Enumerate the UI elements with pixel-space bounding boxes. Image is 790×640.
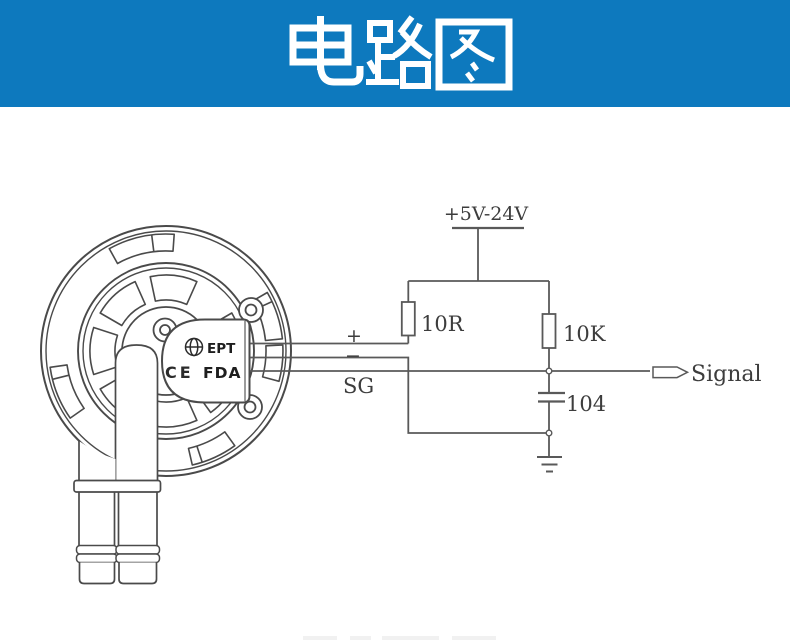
impeller-wedge: [149, 274, 198, 306]
ept-globe-icon: [184, 337, 204, 357]
mounting-ear-hole: [243, 400, 257, 414]
impeller-wedge: [89, 326, 119, 376]
pump-drawing: EPT CE FDA: [40, 225, 292, 585]
glyph-lu: [366, 15, 433, 89]
capacitor-104: [538, 373, 565, 431]
resistor-10k: [541, 281, 557, 369]
faint-cropped-text: [303, 636, 496, 640]
tube-shafts: [78, 492, 158, 546]
outlet-tube-body: [79, 441, 116, 481]
rim-slot: [261, 344, 284, 383]
tube-ends: [78, 562, 158, 585]
rim-slots: [49, 233, 284, 466]
mounting-ear-hole: [244, 303, 258, 317]
header-banner: 电路图: [0, 0, 790, 107]
signal-flag: [652, 366, 690, 379]
rim-slot-divider: [150, 234, 155, 252]
resistor-10k-label: 10K: [563, 322, 606, 346]
brand-text: EPT: [207, 341, 236, 357]
capacitor-104-label: 104: [566, 392, 606, 416]
mounting-ear-hole: [159, 324, 171, 336]
impeller-wedge: [99, 280, 147, 327]
wire-plus-label: +: [346, 325, 362, 347]
rim-slot: [108, 233, 175, 265]
power-rail: [408, 226, 549, 282]
tube-collar: [73, 479, 162, 493]
rim-slot-divider: [196, 445, 203, 463]
glyph-tu: [435, 18, 513, 91]
circuit-schematic: +5V-24V 10R 10K 104 + − SG Signal: [250, 203, 762, 473]
wire-sg-label: SG: [343, 374, 374, 398]
signal-output-label: Signal: [691, 362, 762, 387]
wire-minus-label: −: [345, 345, 361, 367]
ground-icon: [537, 435, 562, 473]
fda-mark: FDA: [203, 364, 241, 382]
resistor-10r: [400, 281, 416, 344]
glyph-dian: [289, 16, 364, 86]
wire-minus: [250, 356, 547, 434]
ce-mark: CE: [165, 363, 194, 382]
logo-block: EPT CE FDA: [165, 337, 241, 382]
junction-dot: [545, 429, 553, 437]
rim-slot-divider: [52, 374, 70, 381]
power-label: +5V-24V: [444, 203, 529, 225]
circuit-labels: +5V-24V 10R 10K 104 + − SG Signal: [343, 203, 762, 416]
connector-box: [160, 318, 251, 404]
hose-barbs: [75, 544, 161, 564]
resistor-10r-label: 10R: [421, 312, 465, 336]
junction-dot: [545, 367, 553, 375]
banner-title-glyphs: [289, 15, 513, 91]
inlet-tube: [114, 344, 159, 483]
outer-ring-inner-edge: [45, 230, 287, 472]
